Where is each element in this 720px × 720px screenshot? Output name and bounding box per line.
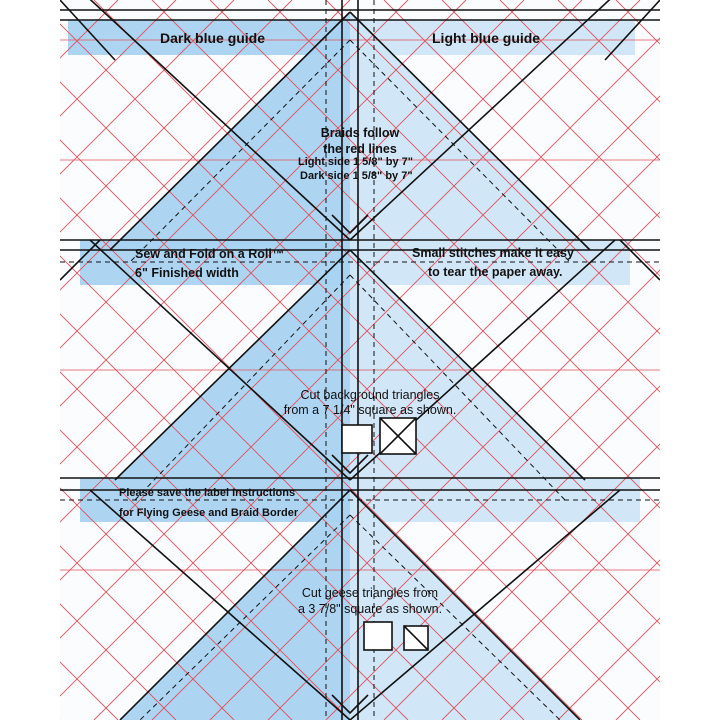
stitch-note-line2: to tear the paper away. — [428, 265, 563, 279]
goose-triangle-fill — [350, 20, 635, 55]
finished-width-label: 6" Finished width — [135, 266, 239, 280]
outline-line — [109, 11, 351, 251]
red-grid-line — [151, 211, 660, 720]
red-grid-line — [209, 269, 660, 720]
outline-line — [349, 0, 611, 241]
red-grid-line — [383, 0, 660, 277]
outline-line — [349, 11, 591, 251]
outline-line — [619, 239, 660, 281]
geese-triangles-line2: a 3 7/8" square as shown. — [297, 602, 443, 616]
red-grid-line — [60, 0, 293, 233]
background-triangles-line2: from a 7 1/4" square as shown. — [283, 403, 457, 417]
outline-line — [604, 0, 660, 61]
flying-geese-pattern — [60, 0, 660, 720]
red-grid-line — [557, 0, 660, 103]
red-diagonal-grid — [60, 0, 660, 720]
red-grid-line — [267, 327, 660, 720]
red-grid-line — [60, 661, 119, 720]
braids-follow-label: Braids follow — [320, 126, 400, 140]
red-grid-line — [60, 487, 293, 720]
background-triangles-line1: Cut background triangles — [300, 388, 440, 402]
red-grid-line — [60, 0, 525, 465]
outline-line — [60, 0, 116, 61]
dashed-seam-line — [349, 39, 571, 263]
cut-line — [379, 417, 417, 455]
red-grid-line — [60, 603, 177, 720]
outline-line — [349, 249, 586, 481]
dashed-seam-line — [139, 514, 351, 720]
red-grid-line — [441, 0, 660, 219]
light-side-size-label: Light side 1 5/8" by 7" — [298, 156, 413, 168]
label-note-line2: for Flying Geese and Braid Border — [119, 507, 299, 519]
outline-line — [119, 489, 351, 720]
red-grid-line — [615, 675, 660, 720]
red-grid-line — [60, 545, 235, 720]
cutting-diagram-icons — [341, 417, 429, 651]
red-lines-label: the red lines — [323, 142, 397, 156]
black-outline-lines — [60, 0, 660, 720]
red-grid-line — [60, 0, 467, 407]
red-grid-line — [60, 0, 177, 117]
red-grid-line — [499, 0, 660, 161]
dark-blue-guide-label: Dark blue guide — [160, 30, 266, 46]
outline-line — [89, 489, 351, 720]
dark-side-size-label: Dark side 1 5/8" by 7" — [300, 170, 413, 182]
red-grid-line — [60, 0, 583, 523]
stitch-note-line1: Small stitches make it easy — [412, 246, 574, 260]
red-grid-line — [60, 429, 351, 720]
red-grid-line — [383, 443, 660, 720]
outline-line — [89, 239, 351, 481]
outline-line — [114, 249, 351, 481]
red-grid-line — [60, 37, 660, 639]
geese-triangles-line1: Cut geese triangles from — [301, 586, 439, 600]
dashed-seam-line — [349, 274, 566, 501]
red-grid-line — [325, 0, 660, 335]
outline-line — [349, 489, 581, 720]
square-icon — [363, 621, 393, 651]
red-grid-line — [60, 0, 351, 291]
red-grid-line — [325, 385, 660, 720]
cut-line — [403, 625, 429, 651]
red-grid-line — [615, 0, 660, 45]
seam-arrow — [331, 694, 369, 715]
brand-name-label: Sew and Fold on a Roll™ — [135, 247, 285, 261]
red-grid-line — [60, 0, 641, 581]
dashed-seam-lines — [60, 0, 660, 720]
outline-line — [349, 489, 621, 720]
red-grid-line — [60, 95, 660, 697]
dashed-seam-line — [129, 39, 351, 263]
red-grid-line — [60, 0, 409, 349]
label-note-line1: Please save the label Instructions — [119, 487, 296, 499]
outline-line — [89, 0, 351, 241]
pattern-paper: Dark blue guide Light blue guide Braids … — [60, 0, 660, 720]
light-blue-guide-label: Light blue guide — [432, 30, 541, 46]
red-grid-line — [60, 0, 119, 59]
red-grid-line — [60, 371, 409, 720]
seam-arrow — [331, 454, 369, 475]
red-grid-line — [441, 501, 660, 720]
outline-line — [60, 239, 101, 281]
dashed-seam-line — [349, 514, 561, 720]
square-icon — [341, 424, 373, 454]
red-grid-line — [557, 617, 660, 720]
red-grid-line — [499, 559, 660, 720]
red-grid-line — [60, 0, 235, 175]
seam-arrow — [331, 214, 369, 235]
goose-triangle-fill — [68, 20, 350, 55]
dashed-seam-line — [134, 274, 351, 501]
